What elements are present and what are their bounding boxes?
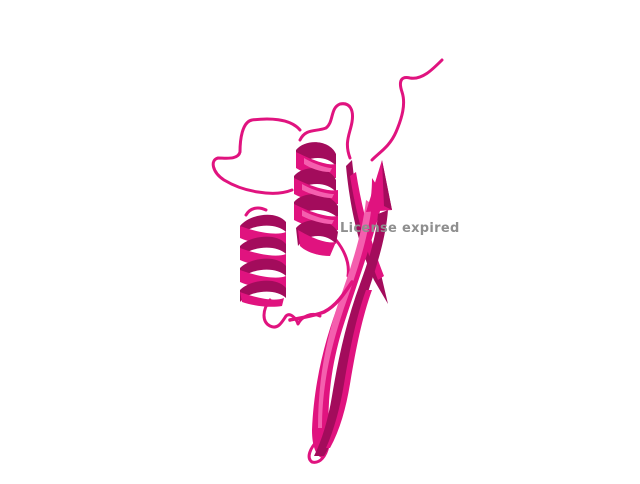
coil-front xyxy=(288,280,354,322)
helix-center xyxy=(294,142,338,256)
loop-helix2-join xyxy=(334,238,350,278)
loop-nterm xyxy=(370,58,444,162)
loop-top-left xyxy=(211,117,302,195)
loop-top-mid xyxy=(298,102,354,160)
loop-bottom xyxy=(307,438,330,464)
helix-left xyxy=(240,214,286,307)
coil-loops xyxy=(211,58,444,464)
beta-hairpin xyxy=(312,160,392,458)
loop-left-short xyxy=(244,206,268,217)
